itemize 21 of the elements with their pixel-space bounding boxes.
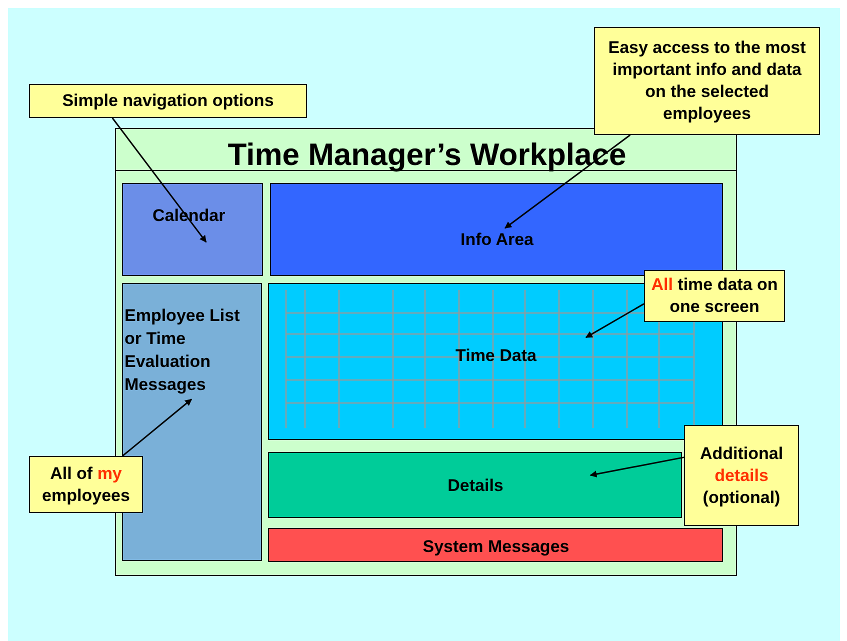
area-label: Employee List or Time Evaluation Messages — [124, 304, 241, 396]
callout-box — [29, 456, 143, 513]
area-label: Info Area — [459, 228, 535, 250]
system-messages-bar — [268, 528, 722, 562]
area-label: System Messages — [422, 536, 570, 558]
leader-arrow — [585, 303, 644, 338]
leader-arrow — [122, 398, 192, 457]
area-label: Details — [446, 474, 504, 496]
info-area — [270, 182, 722, 276]
callout-text: All time data on one screen — [650, 274, 779, 318]
callout-box — [644, 270, 785, 322]
callout-text: Additional details (optional) — [698, 442, 784, 508]
leader-arrow — [590, 456, 684, 478]
callout-box — [594, 27, 820, 135]
callout-box — [29, 84, 307, 118]
callout-text: Easy access to the most important info and data on the selected employees — [607, 37, 807, 125]
callout-box — [684, 425, 799, 526]
callout-text: All of my employees — [41, 462, 131, 506]
calendar-area — [122, 182, 262, 276]
details-area — [268, 452, 682, 518]
callout-text: Simple navigation options — [61, 90, 275, 112]
